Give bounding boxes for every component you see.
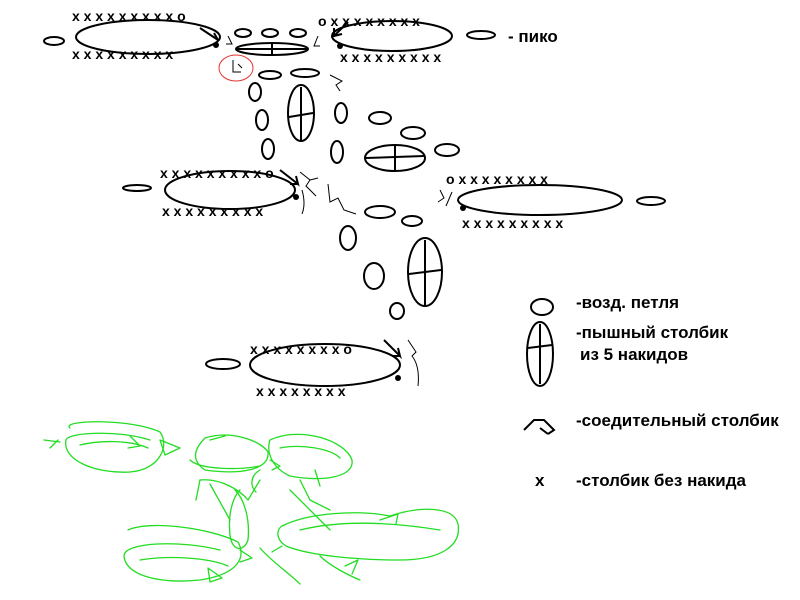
- legend-chain-stitch: -возд. петля: [576, 293, 679, 312]
- start-dot: [337, 43, 343, 49]
- legend-puff-stitch: -пышный столбик: [576, 323, 729, 342]
- picot-chain: [205, 358, 241, 370]
- start-dot: [395, 375, 401, 381]
- ring-ellipse: [331, 20, 453, 52]
- motif-top-right: o x x x x x x x x x x x x x x x x x: [318, 13, 496, 65]
- motif-bottom: x x x x x x x x o x x x x x x x x: [205, 339, 419, 399]
- legend-picot: - пико: [508, 27, 558, 46]
- slip-stitch-mark: [299, 171, 319, 215]
- sc-row-bottom: x x x x x x x x x: [72, 46, 173, 62]
- picot-chain: [122, 184, 152, 192]
- chain-stitch-symbol: [530, 298, 554, 316]
- slip-stitch-mark: [232, 60, 243, 73]
- sc-row-top: o x x x x x x x x: [318, 13, 420, 29]
- sc-row-bottom: x x x x x x x x x: [162, 203, 263, 219]
- picot-chain: [466, 30, 496, 40]
- ring-ellipse: [164, 170, 296, 210]
- slip-stitch-mark: [226, 35, 320, 47]
- slip-stitch-mark: [407, 339, 419, 387]
- arrow-mark: [199, 27, 219, 41]
- puff-stitch-symbol: [526, 321, 554, 387]
- slip-stitch-mark: [437, 189, 453, 207]
- ring-ellipse: [75, 19, 221, 55]
- arrow-mark: [330, 21, 349, 38]
- sc-row-top: o x x x x x x x x: [446, 171, 548, 187]
- motif-middle-left: x x x x x x x x x o x x x x x x x x x: [122, 165, 300, 219]
- center-column: [248, 82, 460, 320]
- arrow-mark: [279, 169, 300, 187]
- ring-ellipse: [457, 184, 623, 216]
- slip-stitch-symbol: [523, 419, 556, 435]
- sc-row-bottom: x x x x x x x x x: [462, 215, 563, 231]
- legend-single-crochet: -столбик без накида: [576, 471, 747, 490]
- sc-row-bottom: x x x x x x x x: [256, 383, 346, 399]
- sc-row-top: x x x x x x x x x o: [72, 8, 186, 24]
- puff-stitch: [287, 84, 315, 142]
- highlight-circle: [218, 54, 254, 82]
- slip-stitch-mark: [327, 183, 357, 215]
- puff-stitch: [407, 237, 443, 307]
- green-sketch: [43, 421, 460, 585]
- legend-puff-stitch-note: из 5 накидов: [580, 345, 688, 364]
- legend-slip-stitch: -соедительный столбик: [576, 411, 779, 430]
- ring-ellipse: [249, 343, 401, 387]
- legend-sc-symbol: x: [535, 471, 545, 490]
- picot-chain: [43, 36, 65, 46]
- slip-stitch-mark: [329, 74, 343, 92]
- arrow-mark: [383, 339, 402, 360]
- sc-row-top: x x x x x x x x o: [250, 341, 352, 357]
- sc-row-top: x x x x x x x x x o: [160, 165, 274, 181]
- sc-row-bottom: x x x x x x x x x: [340, 49, 441, 65]
- motif-middle-right: o x x x x x x x x x x x x x x x x x: [446, 171, 666, 231]
- start-dot: [213, 42, 219, 48]
- center-top-chains: [218, 28, 343, 92]
- start-dot: [293, 194, 299, 200]
- picot-chain: [636, 196, 666, 206]
- motif-top-left: x x x x x x x x x o x x x x x x x x x: [43, 8, 221, 62]
- start-dot: [460, 205, 466, 211]
- legend: - пико -возд. петля -пышный столбик из 5…: [508, 27, 779, 490]
